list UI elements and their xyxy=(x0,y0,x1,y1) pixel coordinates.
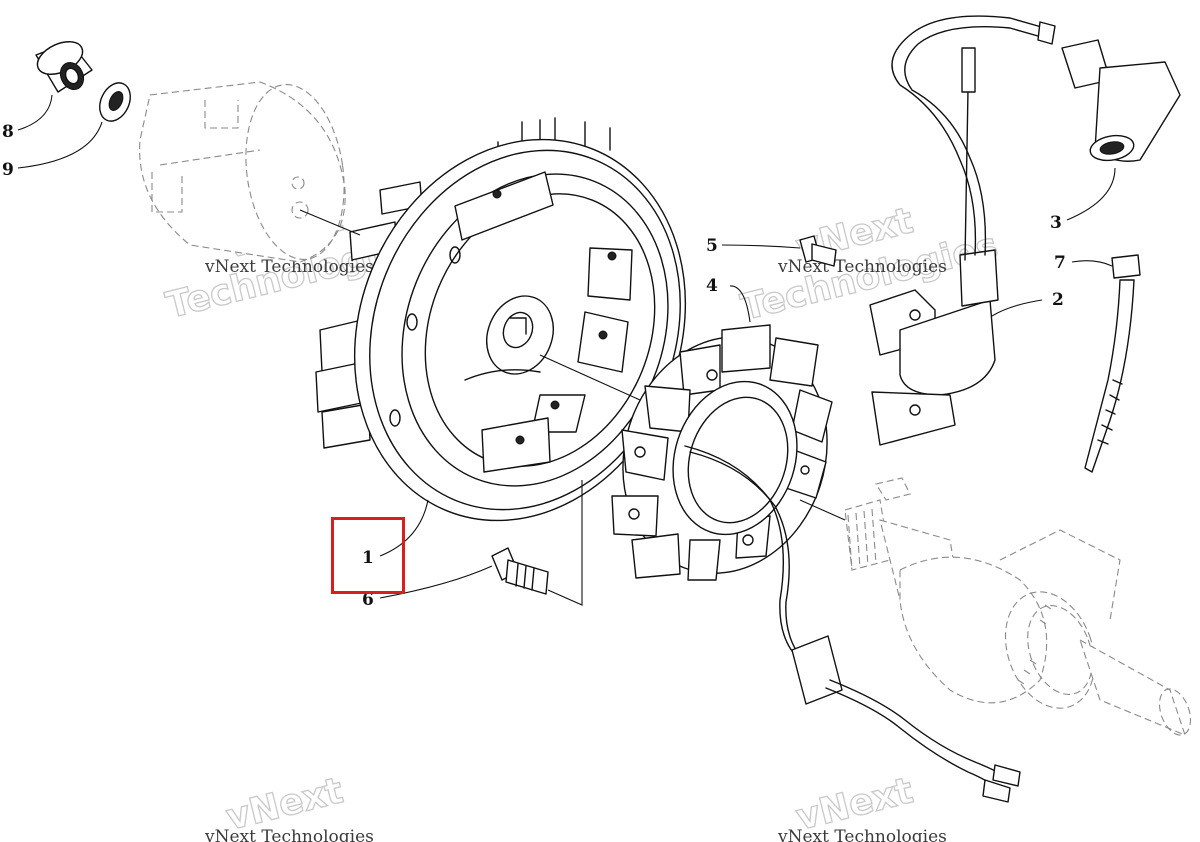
leader-3 xyxy=(1066,167,1116,221)
leader-5 xyxy=(721,244,801,249)
part-9-washer xyxy=(99,82,131,122)
watermark-brand-1: vNext Technologies xyxy=(204,257,374,277)
flywheel-magnets xyxy=(454,171,633,473)
stator-wire-harness xyxy=(684,445,1021,803)
callout-9: 9 xyxy=(2,160,14,180)
ghost-engine-housing xyxy=(139,81,346,263)
callout-1: 1 xyxy=(362,548,374,568)
watermark-brand-2: vNext Technologies xyxy=(777,257,947,277)
part-3-spark-plug-cap xyxy=(1061,39,1181,162)
centerline-housing xyxy=(299,209,361,236)
callout-7: 7 xyxy=(1054,253,1066,273)
leader-7 xyxy=(1071,260,1113,267)
leader-lines xyxy=(17,94,1116,606)
leader-2 xyxy=(991,299,1043,317)
part-4-stator xyxy=(611,324,833,581)
callout-labels: 8 9 1 6 4 5 2 3 7 xyxy=(2,122,1066,610)
part-1-flywheel xyxy=(315,117,687,522)
selected-callout-highlight[interactable] xyxy=(331,517,405,594)
part-8-nut xyxy=(35,41,93,93)
centerline-crank xyxy=(799,499,846,521)
leader-4 xyxy=(729,285,751,323)
part-5-bolt xyxy=(799,235,837,267)
watermark-bottom: vNext vNext Technologies vNext vNext Tec… xyxy=(204,770,947,842)
callout-3: 3 xyxy=(1050,213,1062,233)
leader-8 xyxy=(17,94,53,131)
callout-4: 4 xyxy=(706,276,718,296)
callout-8: 8 xyxy=(2,122,14,142)
callout-5: 5 xyxy=(706,236,718,256)
leader-1 xyxy=(379,499,429,557)
leader-6 xyxy=(379,565,493,599)
centerline-hub xyxy=(539,354,641,401)
leader-6-bracket xyxy=(547,480,583,606)
watermark-brand-4: vNext Technologies xyxy=(777,827,947,842)
part-7-cable-tie xyxy=(1084,254,1141,473)
watermark-brand-3: vNext Technologies xyxy=(204,827,374,842)
ghost-crankshaft xyxy=(844,477,1192,736)
part-2-ignition-coil xyxy=(869,15,1056,446)
part-6-bolt xyxy=(491,547,549,595)
leader-9 xyxy=(17,121,103,169)
callout-2: 2 xyxy=(1052,290,1064,310)
callout-6: 6 xyxy=(362,590,374,610)
